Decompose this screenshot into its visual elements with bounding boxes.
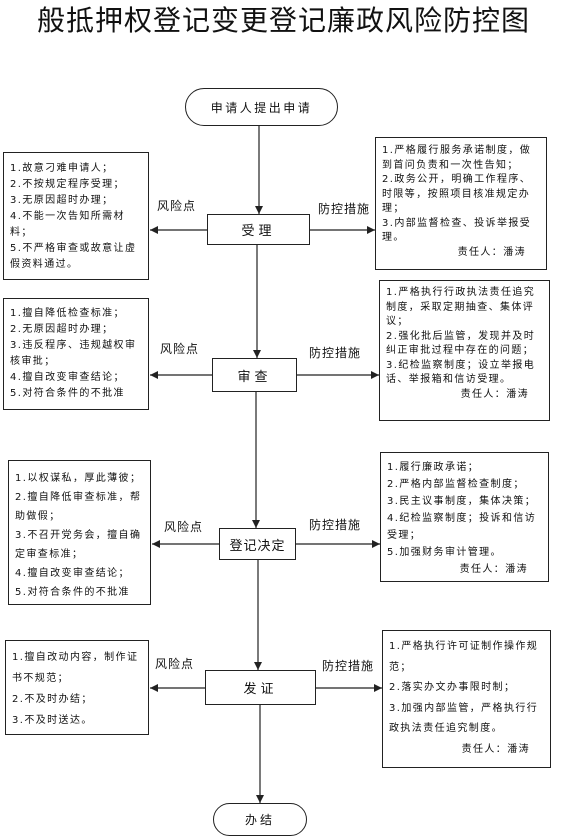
control-item: 2.政务公开，明确工作程序、时限等，按照项目核准规定办理； (382, 174, 532, 214)
responsible-person: 责任人：潘涛 (459, 564, 528, 575)
risk-item: 1.擅自降低检查标准； (10, 308, 125, 319)
risk-label: 风险点 (157, 199, 197, 213)
risk-box-certificate-issuance: 1.擅自改动内容，制作证书不规范； 2.不及时办结； 3.不及时送达。 (5, 640, 149, 735)
risk-box-review: 1.擅自降低检查标准； 2.无原因超时办理； 3.违反程序、违规越权审核审批； … (3, 298, 149, 410)
control-item: 3.加强内部监管，严格执行行政执法责任追究制度。 (389, 702, 539, 735)
risk-item: 3.不及时送达。 (12, 715, 93, 726)
risk-label: 风险点 (160, 342, 200, 356)
control-item: 2.严格内部监督检查制度； (387, 479, 525, 490)
control-item: 2.强化批后监管，发现并及时纠正审批过程中存在的问题； (386, 330, 536, 357)
risk-item: 2.不及时办结； (12, 694, 93, 705)
control-item: 5.加强财务审计管理。 (387, 547, 502, 558)
step-label: 受理 (241, 224, 276, 239)
risk-item: 4.不能一次告知所需材料； (10, 211, 125, 238)
control-box-review: 1.严格执行行政执法责任追究制度，采取定期抽查、集体评议； 2.强化批后监管，发… (379, 280, 550, 421)
end-node: 办结 (213, 803, 307, 836)
control-item: 1.严格执行行政执法责任追究制度，采取定期抽查、集体评议； (386, 287, 536, 327)
step-box-acceptance: 受理 (207, 214, 310, 245)
risk-item: 1.故意刁难申请人； (10, 163, 114, 174)
risk-label: 风险点 (155, 657, 195, 671)
control-label: 防控措施 (309, 346, 362, 360)
risk-item: 3.不召开党务会，擅自确定审查标准； (15, 530, 142, 560)
start-node: 申请人提出申请 (185, 88, 338, 126)
control-item: 1.严格执行许可证制作操作规范； (389, 641, 539, 673)
control-label: 防控措施 (309, 518, 362, 532)
risk-item: 1.擅自改动内容，制作证书不规范； (12, 652, 139, 684)
control-item: 3.民主议事制度，集体决策； (387, 496, 537, 507)
step-box-review: 审查 (212, 358, 297, 392)
control-label: 防控措施 (318, 202, 371, 216)
responsible-person: 责任人：潘涛 (460, 388, 529, 400)
risk-item: 2.不按规定程序受理； (10, 179, 125, 190)
control-label: 防控措施 (322, 659, 375, 673)
control-box-certificate-issuance: 1.严格执行许可证制作操作规范； 2.落实办文办事限时制； 3.加强内部监管，严… (382, 630, 551, 768)
risk-item: 2.无原因超时办理； (10, 324, 114, 335)
step-label: 审查 (237, 369, 272, 385)
risk-item: 5.不严格审查或故意让虚假资料通过。 (10, 243, 137, 270)
control-item: 4.纪检监察制度；投诉和信访受理； (387, 513, 537, 541)
responsible-person: 责任人：潘涛 (457, 246, 526, 258)
risk-box-registration-decision: 1.以权谋私，厚此薄彼； 2.擅自降低审查标准，帮助做假； 3.不召开党务会，擅… (8, 460, 151, 605)
risk-item: 5.对符合条件的不批准 (15, 587, 130, 598)
risk-item: 2.擅自降低审查标准，帮助做假； (15, 492, 142, 522)
step-box-certificate-issuance: 发证 (205, 670, 316, 705)
control-item: 1.严格履行服务承诺制度，做到首问负责和一次性告知； (382, 145, 532, 171)
risk-item: 5.对符合条件的不批准 (10, 388, 125, 399)
risk-label: 风险点 (164, 520, 204, 534)
control-item: 1.履行廉政承诺； (387, 462, 480, 473)
step-label: 登记决定 (229, 538, 286, 554)
control-item: 3.纪检监察制度；设立举报电话、举报箱和信访受理。 (386, 359, 536, 386)
risk-item: 4.擅自改变审查结论； (10, 372, 125, 383)
start-node-label: 申请人提出申请 (210, 100, 313, 115)
risk-box-acceptance: 1.故意刁难申请人； 2.不按规定程序受理； 3.无原因超时办理； 4.不能一次… (3, 152, 149, 280)
end-node-label: 办结 (244, 813, 275, 827)
control-item: 2.落实办文办事限时制； (389, 682, 516, 693)
step-box-registration-decision: 登记决定 (219, 528, 296, 560)
responsible-person: 责任人：潘涛 (461, 743, 530, 755)
control-item: 3.内部监督检查、投诉举报受理。 (382, 217, 532, 244)
risk-item: 3.无原因超时办理； (10, 195, 114, 206)
control-box-registration-decision: 1.履行廉政承诺； 2.严格内部监督检查制度； 3.民主议事制度，集体决策； 4… (380, 452, 549, 582)
control-box-acceptance: 1.严格履行服务承诺制度，做到首问负责和一次性告知； 2.政务公开，明确工作程序… (375, 137, 547, 270)
page-title: 般抵押权登记变更登记廉政风险防控图 (36, 4, 530, 37)
step-label: 发证 (243, 682, 278, 697)
risk-item: 4.擅自改变审查结论； (15, 568, 130, 579)
risk-item: 3.违反程序、违规越权审核审批； (10, 340, 137, 367)
risk-item: 1.以权谋私，厚此薄彼； (15, 473, 142, 484)
